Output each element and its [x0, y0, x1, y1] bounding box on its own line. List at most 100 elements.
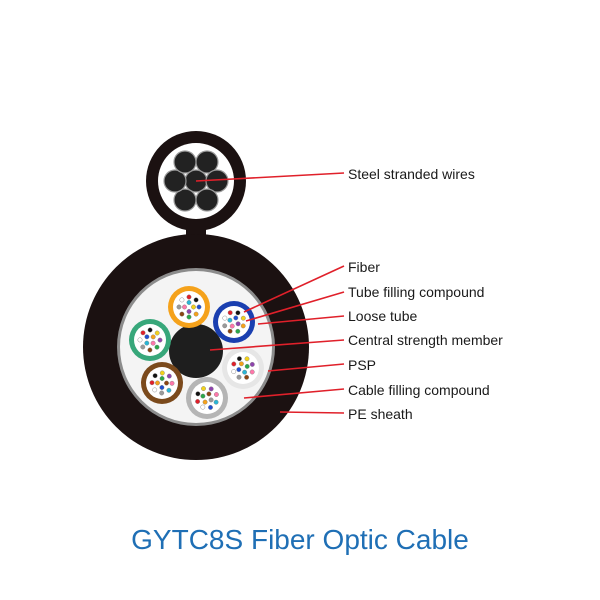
leader-loose-tube	[257, 315, 345, 325]
fiber	[140, 330, 146, 336]
fiber	[213, 392, 219, 397]
fiber	[244, 363, 250, 369]
fiber	[202, 399, 208, 405]
label-pe-sheath: PE sheath	[348, 406, 413, 422]
steel-wire-outer	[173, 188, 197, 212]
tube-filling-compound	[191, 382, 223, 414]
fiber	[227, 328, 233, 334]
fiber	[186, 294, 192, 300]
loose-tube-grey	[186, 377, 228, 419]
fiber	[137, 337, 143, 343]
fiber	[200, 393, 206, 399]
leader-lines	[195, 172, 345, 414]
label-steel-stranded-wires: Steel stranded wires	[348, 166, 475, 182]
tube-filling-compound	[227, 352, 259, 384]
fiber	[213, 399, 219, 405]
fiber	[147, 327, 153, 333]
fiber	[233, 315, 239, 321]
fiber	[208, 397, 214, 403]
fiber	[222, 315, 228, 321]
loose-tube-blue	[213, 301, 255, 343]
label-fiber: Fiber	[348, 259, 380, 275]
fiber	[159, 390, 165, 396]
central-strength-member	[169, 324, 223, 378]
fiber	[200, 404, 206, 410]
loose-tubes	[129, 286, 264, 419]
fiber	[238, 361, 244, 367]
leader-central-member	[209, 339, 345, 351]
steel-wire-outer	[173, 150, 197, 174]
fiber	[249, 369, 255, 375]
main-cable-section	[83, 234, 309, 460]
fiber	[154, 330, 160, 336]
fiber	[229, 323, 235, 329]
fiber	[179, 311, 185, 317]
fiber	[231, 361, 237, 367]
fiber	[206, 391, 212, 397]
fiber	[152, 387, 158, 393]
loose-tube-brown	[141, 362, 183, 404]
fiber	[191, 304, 196, 310]
fiber	[208, 404, 213, 410]
loose-tube-green	[129, 319, 171, 361]
fiber	[227, 317, 233, 323]
fiber	[166, 373, 172, 379]
fiber	[159, 370, 165, 376]
fiber	[244, 374, 250, 380]
fiber	[193, 311, 199, 317]
fiber	[235, 321, 241, 327]
fiber	[164, 380, 169, 386]
fiber	[150, 334, 156, 340]
fiber	[195, 399, 201, 404]
label-loose-tube: Loose tube	[348, 308, 418, 324]
label-tube-filling-compound: Tube filling compound	[348, 284, 485, 300]
fiber	[244, 356, 250, 362]
fiber	[222, 323, 228, 329]
fiber	[176, 304, 182, 310]
fiber	[186, 309, 192, 314]
leader-cable-filling	[243, 388, 345, 399]
fiber	[186, 314, 192, 320]
diagram-caption: GYTC8S Fiber Optic Cable	[131, 524, 469, 555]
leader-fiber	[243, 265, 345, 313]
leader-tube-filling	[245, 291, 345, 322]
fiber	[196, 304, 202, 310]
leader-psp	[267, 363, 345, 372]
fiber	[227, 310, 233, 316]
steel-wire-outer	[163, 169, 187, 193]
fiber	[193, 297, 199, 303]
leader-pe-sheath	[279, 411, 345, 414]
fiber	[149, 380, 155, 386]
fiber	[152, 373, 158, 379]
fiber	[240, 323, 246, 329]
fiber	[147, 347, 153, 353]
fiber	[169, 380, 175, 386]
fiber	[159, 376, 165, 381]
fiber	[140, 344, 146, 350]
fiber	[240, 315, 246, 321]
fiber	[249, 361, 255, 367]
fiber	[236, 367, 242, 372]
fiber	[150, 340, 156, 346]
fiber	[144, 334, 150, 340]
fiber	[242, 369, 248, 375]
fiber	[201, 386, 206, 391]
fiber	[157, 337, 163, 343]
label-psp: PSP	[348, 357, 377, 373]
fiber	[235, 328, 241, 334]
fiber	[208, 386, 214, 392]
fiber	[155, 380, 160, 386]
fiber	[236, 374, 242, 380]
fiber	[166, 387, 172, 393]
fiber	[179, 297, 185, 303]
fiber	[182, 304, 187, 310]
fiber	[144, 340, 150, 346]
label-central-strength-member: Central strength member	[348, 332, 503, 348]
loose-tube-white	[222, 347, 264, 389]
loose-tube-orange	[168, 286, 210, 328]
messenger-section	[146, 131, 246, 248]
fiber	[231, 369, 237, 374]
fiber	[154, 344, 160, 350]
fiber	[159, 385, 165, 390]
